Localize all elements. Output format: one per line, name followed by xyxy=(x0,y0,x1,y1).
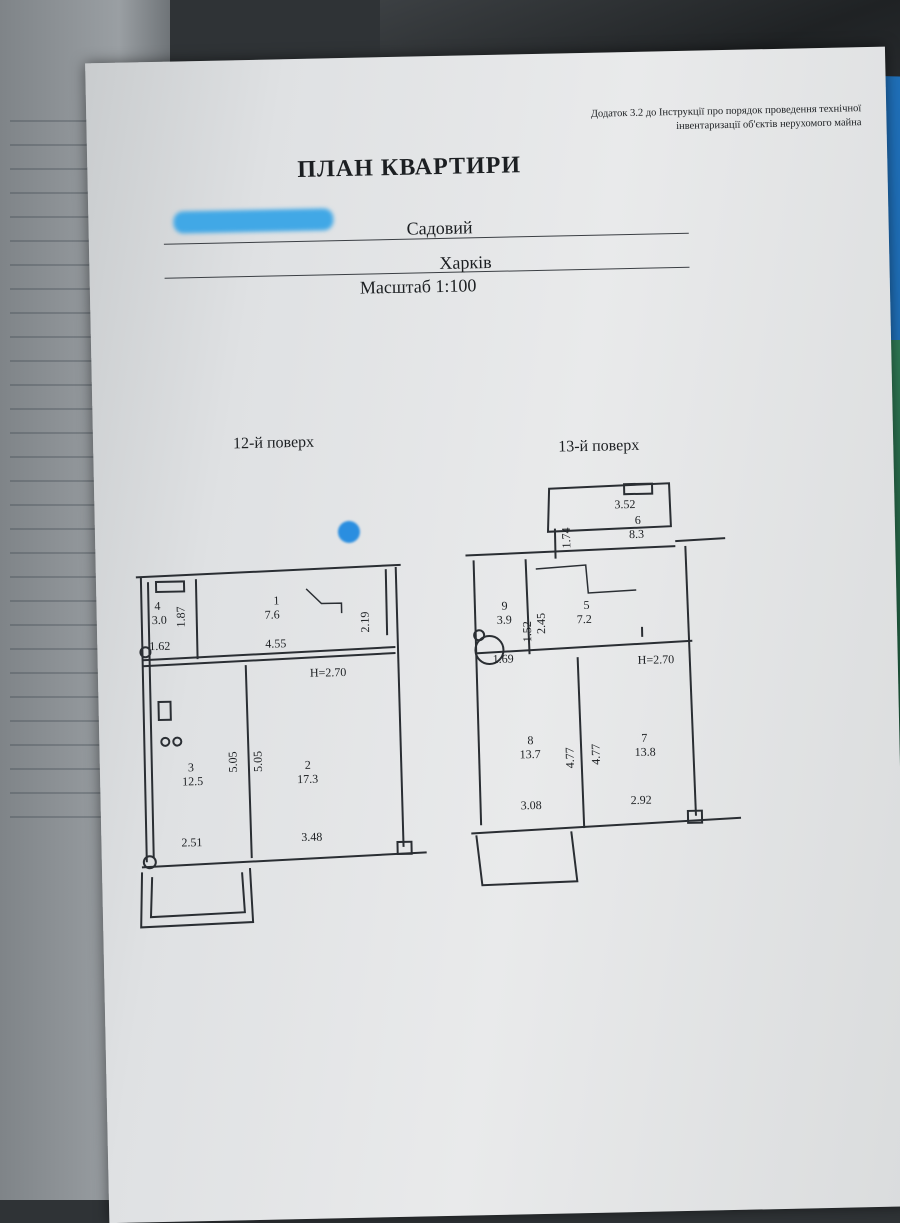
dim-2-51: 2.51 xyxy=(181,835,202,849)
room-1-number: 1 xyxy=(273,593,279,607)
dim-1-87: 1.87 xyxy=(173,606,187,627)
dim-1-69: 1.69 xyxy=(493,652,514,666)
dim-1-52: 1.52 xyxy=(520,621,534,642)
dim-5-05-right: 5.05 xyxy=(251,751,265,772)
room-2-number: 2 xyxy=(305,758,311,772)
dim-4-55: 4.55 xyxy=(265,636,286,650)
dim-4-77-right: 4.77 xyxy=(588,744,602,765)
room-4-number: 4 xyxy=(154,599,160,613)
room-7-area: 13.8 xyxy=(634,745,655,759)
room-3-area: 12.5 xyxy=(182,774,203,788)
dim-3-48: 3.48 xyxy=(301,830,322,844)
room-8-number: 8 xyxy=(527,733,533,747)
floor-plans-drawing: 4 3.0 1.87 1.62 1 7.6 4.55 2.19 H=2.70 3… xyxy=(85,47,900,1164)
room-5-number: 5 xyxy=(583,598,589,612)
room-8-area: 13.7 xyxy=(520,747,541,761)
floor-13-labels: 3.52 1.74 6 8.3 9 3.9 1.52 2.45 5 7.2 1.… xyxy=(489,496,677,813)
dim-1-62: 1.62 xyxy=(149,639,170,653)
dim-2-19: 2.19 xyxy=(358,611,372,632)
dim-3-08: 3.08 xyxy=(521,798,542,812)
room-1-area: 7.6 xyxy=(265,607,280,621)
room-4-area: 3.0 xyxy=(152,613,167,627)
floor-12-labels: 4 3.0 1.87 1.62 1 7.6 4.55 2.19 H=2.70 3… xyxy=(148,592,376,851)
dim-3-52: 3.52 xyxy=(614,497,635,511)
room-5-area: 7.2 xyxy=(577,612,592,626)
dim-5-05-left: 5.05 xyxy=(226,751,240,772)
room-6-number: 6 xyxy=(635,513,641,527)
floor-plan-sheet: Додаток 3.2 до Інструкції про порядок пр… xyxy=(85,47,900,1223)
room-9-area: 3.9 xyxy=(497,613,512,627)
dim-2-45: 2.45 xyxy=(534,613,548,634)
room-3-number: 3 xyxy=(188,760,194,774)
dim-4-77-left: 4.77 xyxy=(563,747,577,768)
room-6-area: 8.3 xyxy=(629,527,644,541)
height-label-12: H=2.70 xyxy=(310,665,347,680)
room-2-area: 17.3 xyxy=(297,772,318,786)
dim-1-74: 1.74 xyxy=(559,527,573,548)
height-label-13: H=2.70 xyxy=(638,652,675,667)
room-9-number: 9 xyxy=(501,599,507,613)
dim-2-92: 2.92 xyxy=(630,793,651,807)
floor-13-plan xyxy=(464,482,742,886)
room-7-number: 7 xyxy=(641,731,647,745)
